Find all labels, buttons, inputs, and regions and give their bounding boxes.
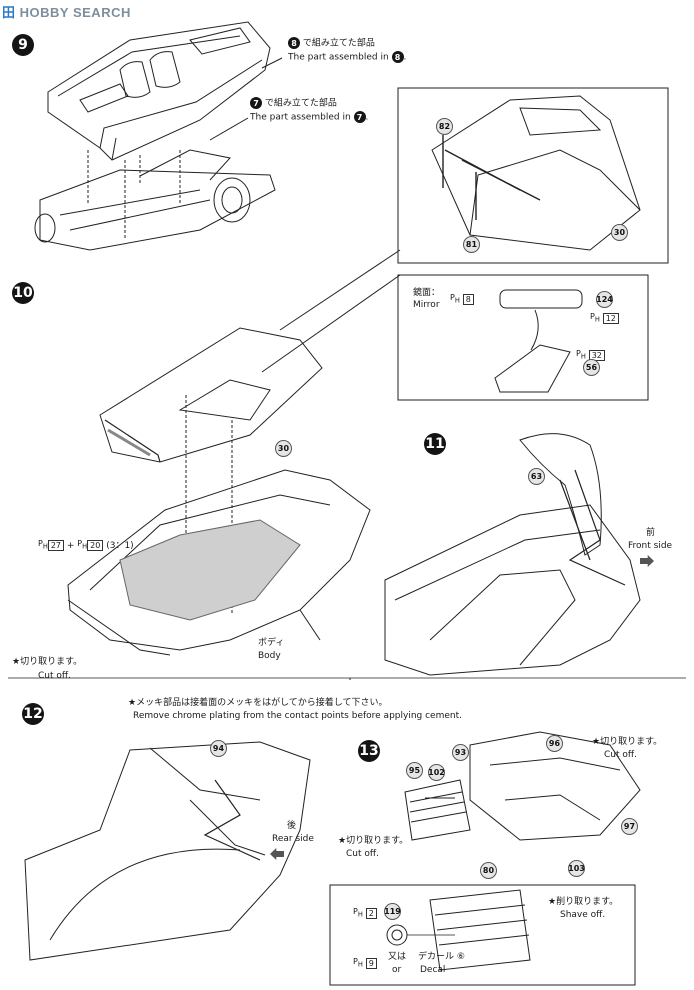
step-marker-11: 11	[424, 433, 446, 455]
part-82: 82	[436, 118, 453, 135]
front-side-label-jp: 前	[646, 528, 656, 538]
body-label-jp: ボディ	[258, 638, 285, 648]
cut-off-label-jp: ★切り取ります。	[12, 657, 83, 667]
or-label-en: or	[392, 965, 402, 975]
paint-ph2: PH 2	[353, 906, 377, 921]
cut-right-label-en: Cut off.	[604, 750, 637, 760]
front-side-label-en: Front side	[628, 541, 673, 551]
decal-label-jp: デカール ⑥	[418, 952, 465, 962]
chassis-drawing	[34, 149, 276, 251]
front-section-drawing	[384, 433, 641, 676]
shave-label-jp: ★削り取ります。	[548, 897, 619, 907]
paint-ph9: PH 9	[353, 956, 377, 971]
part-95: 95	[406, 762, 423, 779]
part-102: 102	[428, 764, 445, 781]
grille-drawing	[404, 779, 471, 841]
part-30-detail: 30	[611, 224, 628, 241]
watermark-text: HOBBY SEARCH	[19, 5, 131, 20]
roof-panel-drawing	[99, 327, 323, 463]
part-93: 93	[452, 744, 469, 761]
cut-left-label-en: Cut off.	[346, 849, 379, 859]
paint-ph8: PH 8	[450, 292, 474, 307]
rear-side-label-en: Rear side	[272, 834, 314, 844]
ref7-label-jp: 7 で組み立てた部品	[250, 97, 337, 110]
paint-ph12: PH 12	[590, 311, 619, 326]
ref8-label-jp: 8 で組み立てた部品	[288, 37, 375, 50]
assembly-guides-step9	[87, 150, 181, 240]
ref8-circle-en: 8	[391, 51, 404, 63]
chrome-note-en: Remove chrome plating from the contact p…	[133, 711, 462, 721]
part-80: 80	[480, 862, 497, 879]
or-label-jp: 又は	[388, 952, 407, 962]
cut-off-label-en: Cut off.	[38, 671, 71, 681]
part-63: 63	[528, 468, 545, 485]
watermark-cjk: 田	[2, 5, 16, 20]
watermark: 田 HOBBY SEARCH	[2, 2, 131, 21]
step-marker-12: 12	[22, 703, 44, 725]
front-bumper-drawing	[469, 731, 641, 841]
part-30: 30	[275, 440, 292, 457]
mirror-label: 鏡面：	[413, 288, 441, 298]
cut-left-label-jp: ★切り取ります。	[338, 836, 409, 846]
ref7-circle-en: 7	[353, 111, 366, 123]
front-arrow-icon	[640, 555, 654, 567]
chrome-note-jp: ★メッキ部品は接着面のメッキをはがしてから接着して下さい。	[128, 698, 388, 708]
step-marker-13: 13	[358, 740, 380, 762]
mirror-label-en: Mirror	[413, 300, 440, 310]
ref7-label-en: The part assembled in 7.	[250, 111, 369, 123]
part-56: 56	[583, 359, 600, 376]
part-124: 124	[596, 291, 613, 308]
body-label-en: Body	[258, 651, 281, 661]
decal-label-en: Decal	[420, 965, 446, 975]
ref7-circle: 7	[250, 97, 262, 109]
rear-section-drawing	[24, 741, 311, 961]
ref8-label-en: The part assembled in 8.	[288, 51, 407, 63]
ref8-circle: 8	[288, 37, 300, 49]
body-drawing-step10	[67, 469, 371, 656]
mirror-drawing	[494, 289, 583, 393]
rear-side-label-jp: 後	[287, 821, 297, 831]
roof-detail-drawing	[431, 95, 641, 251]
shave-label-en: Shave off.	[560, 910, 606, 920]
cut-right-label-jp: ★切り取ります。	[592, 737, 663, 747]
interior-tub-drawing	[47, 21, 271, 161]
part-97: 97	[621, 818, 638, 835]
step-marker-9: 9	[12, 34, 34, 56]
part-96: 96	[546, 735, 563, 752]
part-119: 119	[384, 903, 401, 920]
step-marker-10: 10	[12, 282, 34, 304]
part-81: 81	[463, 236, 480, 253]
part-94: 94	[210, 740, 227, 757]
part-103: 103	[568, 860, 585, 877]
